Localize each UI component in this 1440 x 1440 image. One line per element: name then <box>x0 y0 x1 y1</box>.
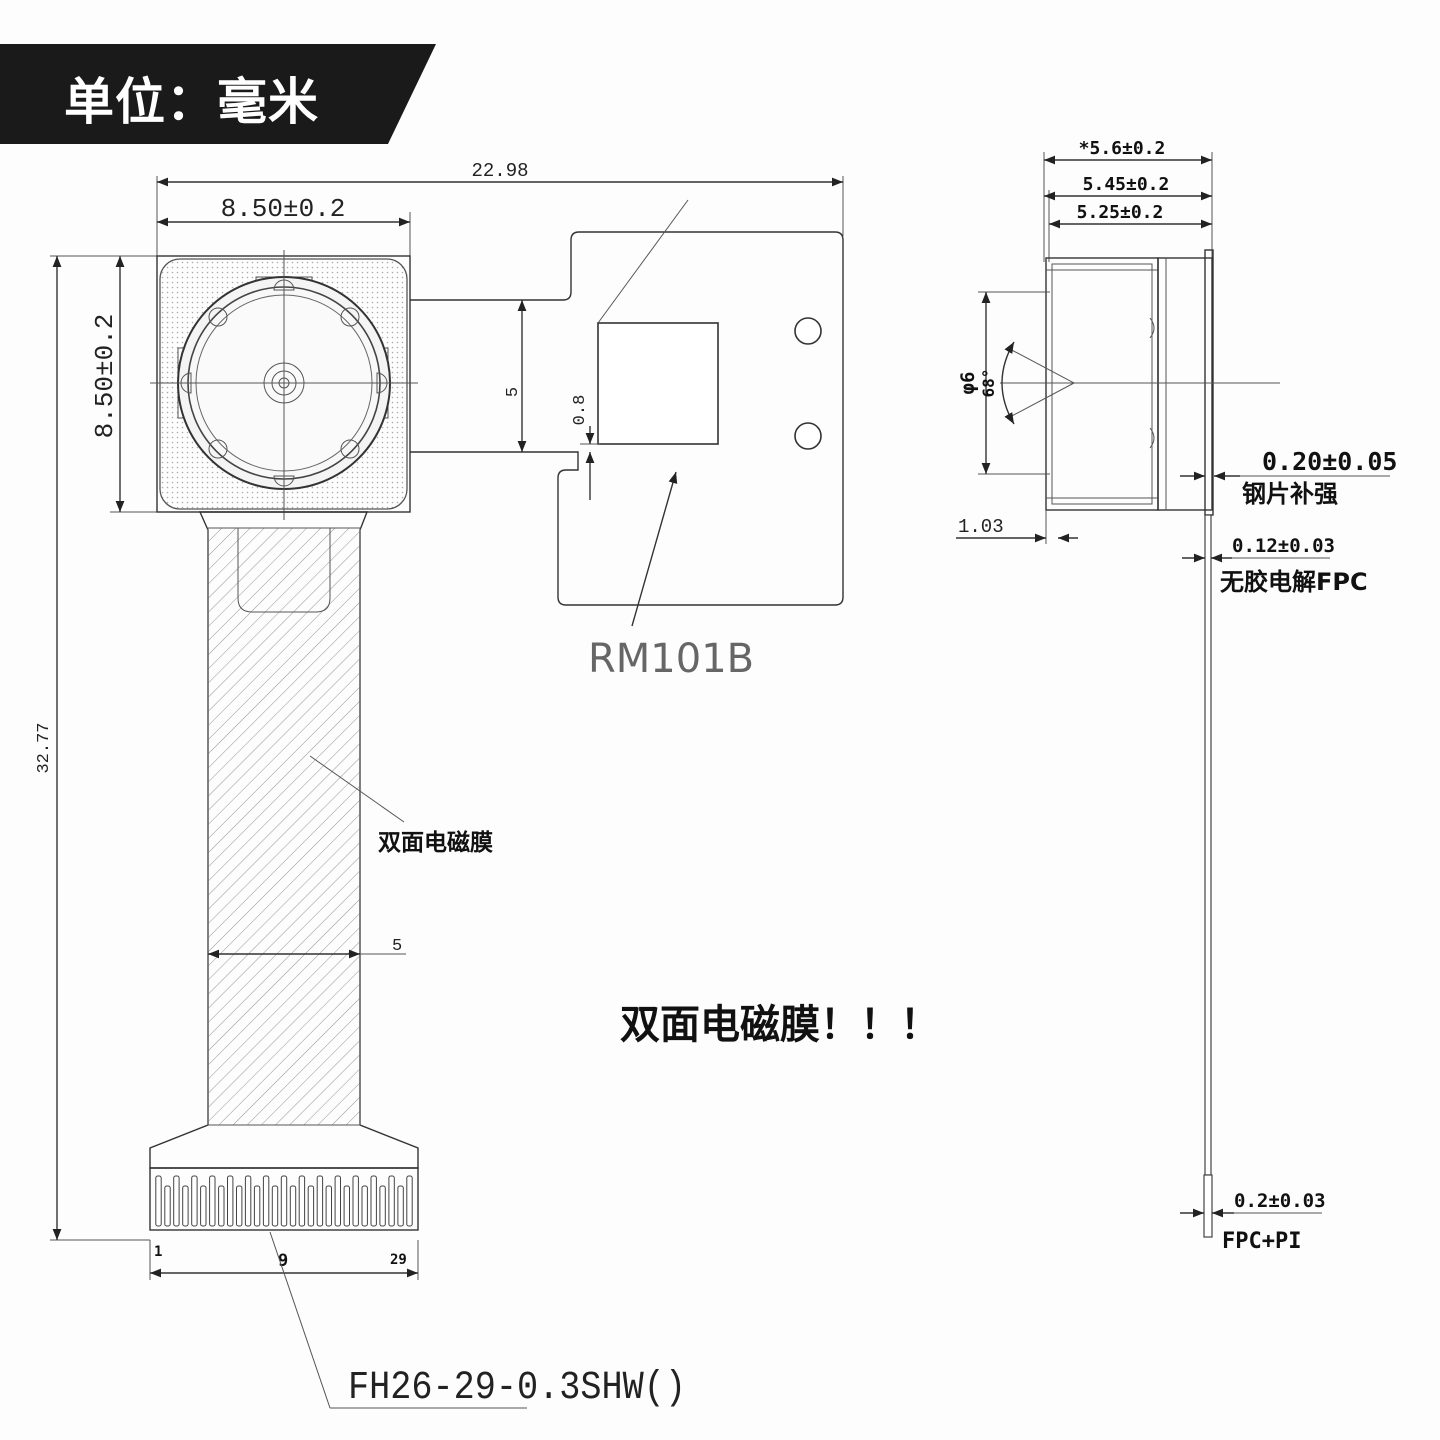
stiffener-height-label: 5 <box>504 387 523 397</box>
connector-part-label: FH26-29-0.3SHW() <box>348 1366 686 1411</box>
connector-pin <box>244 1175 252 1227</box>
connector-pin <box>289 1185 297 1227</box>
connector-pin <box>325 1185 333 1227</box>
lens-offset-label: 1.03 <box>958 516 1004 538</box>
connector-pin <box>298 1175 306 1227</box>
notice-text: 双面电磁膜！！！ <box>620 1002 940 1048</box>
dim-overall-height: 32.77 <box>35 255 157 1241</box>
dim-lens: φ6 68° <box>957 291 1280 475</box>
fpc-label: 无胶电解FPC <box>1220 568 1368 596</box>
tail-thickness-label: 0.2±0.03 <box>1234 1190 1326 1212</box>
pin-first-label: 1 <box>154 1244 162 1260</box>
dim-stiffener: 5 0.8 <box>504 300 600 500</box>
connector-pin <box>343 1185 351 1227</box>
connector-pin <box>227 1175 234 1227</box>
total-depth-label: *5.6±0.2 <box>1079 138 1166 159</box>
chip-part-label: RM101B <box>588 636 754 682</box>
connector-pins <box>155 1175 413 1227</box>
gap-label: 0.8 <box>571 395 590 426</box>
tail-label: FPC+PI <box>1222 1229 1301 1254</box>
unit-label: 单位：毫米 <box>64 73 319 131</box>
shield-callout: 双面电磁膜 <box>309 755 493 856</box>
pin-last-label: 29 <box>390 1252 407 1268</box>
connector-pin <box>218 1185 225 1227</box>
connector-pin <box>406 1175 413 1227</box>
connector-pin <box>307 1185 315 1227</box>
pin-mid-label: 9 <box>278 1251 288 1271</box>
side-view: *5.6±0.2 5.45±0.2 5.25±0.2 <box>956 138 1397 1254</box>
shield-label: 双面电磁膜 <box>378 829 493 856</box>
dim-fpc-width: 5 <box>208 937 406 959</box>
stiffener-thickness-label: 0.20±0.05 <box>1262 447 1397 476</box>
connector-pin <box>379 1185 386 1227</box>
dim-stiffener-thickness: 0.20±0.05 钢片补强 <box>1180 447 1397 508</box>
connector-pin <box>334 1175 342 1227</box>
fov-label: 68° <box>979 369 998 398</box>
banner-background <box>0 44 436 144</box>
front-view: 22.98 8.50±0.2 8.50±0.2 32.77 <box>35 160 844 1411</box>
dim-lens-offset: 1.03 <box>956 510 1078 544</box>
depth-1-label: 5.45±0.2 <box>1083 174 1170 195</box>
connector-pin <box>173 1175 180 1227</box>
connector-pin <box>271 1185 279 1227</box>
pin-dimension: 1 9 29 <box>149 1240 419 1280</box>
connector-pin <box>182 1185 189 1227</box>
connector-pin <box>397 1185 404 1227</box>
connector-pin <box>388 1175 395 1227</box>
connector-pin <box>253 1185 261 1227</box>
connector-pin <box>352 1175 359 1227</box>
lens-diameter-label: φ6 <box>957 372 979 395</box>
module-width-label: 8.50±0.2 <box>221 194 346 224</box>
connector-callout: FH26-29-0.3SHW() <box>269 1231 686 1411</box>
overall-height-label: 32.77 <box>35 722 54 773</box>
overall-width-label: 22.98 <box>471 160 528 182</box>
stiffener-board: RM101B <box>410 199 844 682</box>
dim-overall-width: 22.98 <box>156 160 844 256</box>
connector-pin <box>316 1175 324 1227</box>
dim-depths: *5.6±0.2 5.45±0.2 5.25±0.2 <box>1043 138 1213 262</box>
connector-pin <box>209 1175 216 1227</box>
dim-module-width: 8.50±0.2 <box>157 194 411 260</box>
connector-pin <box>262 1175 270 1227</box>
connector-pin <box>361 1185 368 1227</box>
dim-module-height: 8.50±0.2 <box>90 255 157 513</box>
connector-pin <box>200 1185 207 1227</box>
camera-module <box>150 250 418 520</box>
fpc-width-label: 5 <box>392 937 402 956</box>
connector-pin <box>155 1175 162 1227</box>
connector-pin <box>280 1175 288 1227</box>
connector-pin <box>370 1175 377 1227</box>
fpc-tail: 0.12±0.03 无胶电解FPC 0.2±0.03 FPC+PI <box>1180 514 1368 1254</box>
connector-pin <box>236 1185 243 1227</box>
connector-pin <box>164 1185 171 1227</box>
depth-2-label: 5.25±0.2 <box>1077 202 1164 223</box>
connector-pin <box>191 1175 198 1227</box>
unit-banner: 单位：毫米 <box>0 44 436 144</box>
fpc-thickness-label: 0.12±0.03 <box>1232 535 1335 557</box>
module-height-label: 8.50±0.2 <box>90 314 120 439</box>
stiffener-label: 钢片补强 <box>1242 480 1338 508</box>
flex-cable <box>149 511 419 1231</box>
